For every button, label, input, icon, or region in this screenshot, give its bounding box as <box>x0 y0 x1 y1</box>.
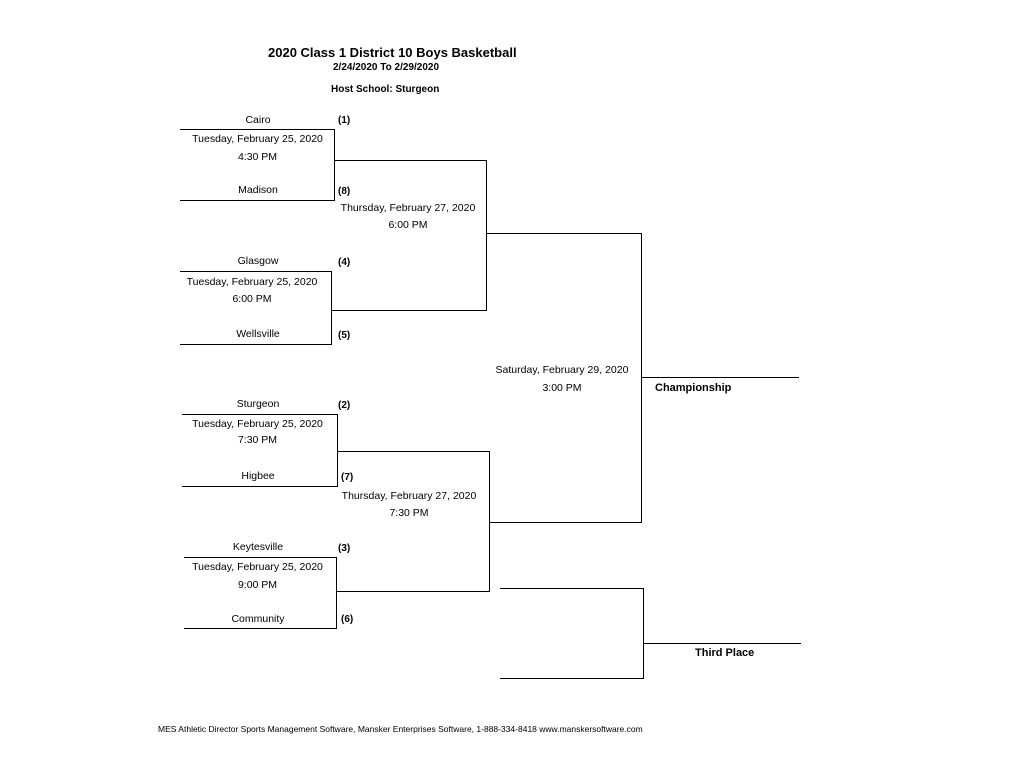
bracket-dates: 2/24/2020 To 2/29/2020 <box>333 62 440 73</box>
game-time: 6:00 PM <box>388 219 428 231</box>
third-place-label: Third Place <box>695 647 755 659</box>
bracket-line <box>182 414 337 415</box>
game-date: Thursday, February 27, 2020 <box>340 202 476 214</box>
seed-number: (8) <box>338 186 351 197</box>
bracket-line <box>184 557 337 558</box>
team-name: Wellsville <box>236 328 280 340</box>
bracket-line <box>641 233 642 523</box>
host-school: Host School: Sturgeon <box>331 84 440 95</box>
game-time: 9:00 PM <box>237 579 278 591</box>
seed-number: (3) <box>338 543 351 554</box>
seed-number: (6) <box>341 614 354 625</box>
bracket-line <box>335 160 487 161</box>
team-name: Sturgeon <box>236 398 280 410</box>
bracket-line <box>184 628 337 629</box>
team-name: Cairo <box>245 114 271 126</box>
game-time: 7:30 PM <box>389 507 429 519</box>
bracket-line <box>487 233 642 234</box>
seed-number: (7) <box>341 472 354 483</box>
bracket-line <box>644 643 801 644</box>
team-name: Madison <box>238 184 278 196</box>
bracket-line <box>334 129 335 201</box>
bracket-line <box>337 414 338 487</box>
game-time: 6:00 PM <box>232 293 272 305</box>
bracket-line <box>332 310 487 311</box>
bracket-line <box>490 522 642 523</box>
bracket-line <box>500 588 644 589</box>
bracket-title: 2020 Class 1 District 10 Boys Basketball <box>268 45 517 60</box>
bracket-line <box>180 200 335 201</box>
game-date: Saturday, February 29, 2020 <box>495 364 629 376</box>
team-name: Glasgow <box>237 255 279 267</box>
bracket-line <box>642 377 799 378</box>
bracket-line <box>338 451 490 452</box>
team-name: Keytesville <box>232 541 284 553</box>
game-time: 3:00 PM <box>542 382 582 394</box>
game-time: 4:30 PM <box>237 151 278 163</box>
game-date: Tuesday, February 25, 2020 <box>192 133 323 145</box>
game-date: Tuesday, February 25, 2020 <box>186 276 318 288</box>
bracket-line <box>182 486 337 487</box>
bracket-line <box>180 271 332 272</box>
bracket-line <box>180 129 335 130</box>
championship-label: Championship <box>655 382 732 394</box>
bracket-line <box>643 588 644 679</box>
game-date: Tuesday, February 25, 2020 <box>192 418 323 430</box>
game-date: Thursday, February 27, 2020 <box>341 490 477 502</box>
bracket-line <box>500 678 644 679</box>
seed-number: (2) <box>338 400 351 411</box>
footer-text: MES Athletic Director Sports Management … <box>158 724 643 734</box>
team-name: Community <box>231 613 285 625</box>
bracket-line <box>337 591 490 592</box>
bracket-line <box>180 344 332 345</box>
seed-number: (4) <box>338 257 351 268</box>
bracket-line <box>486 160 487 311</box>
bracket-line <box>336 557 337 629</box>
game-date: Tuesday, February 25, 2020 <box>192 561 323 573</box>
team-name: Higbee <box>241 470 275 482</box>
game-time: 7:30 PM <box>237 434 278 446</box>
seed-number: (5) <box>338 330 351 341</box>
seed-number: (1) <box>338 115 351 126</box>
bracket-line <box>331 271 332 345</box>
bracket-line <box>489 451 490 592</box>
